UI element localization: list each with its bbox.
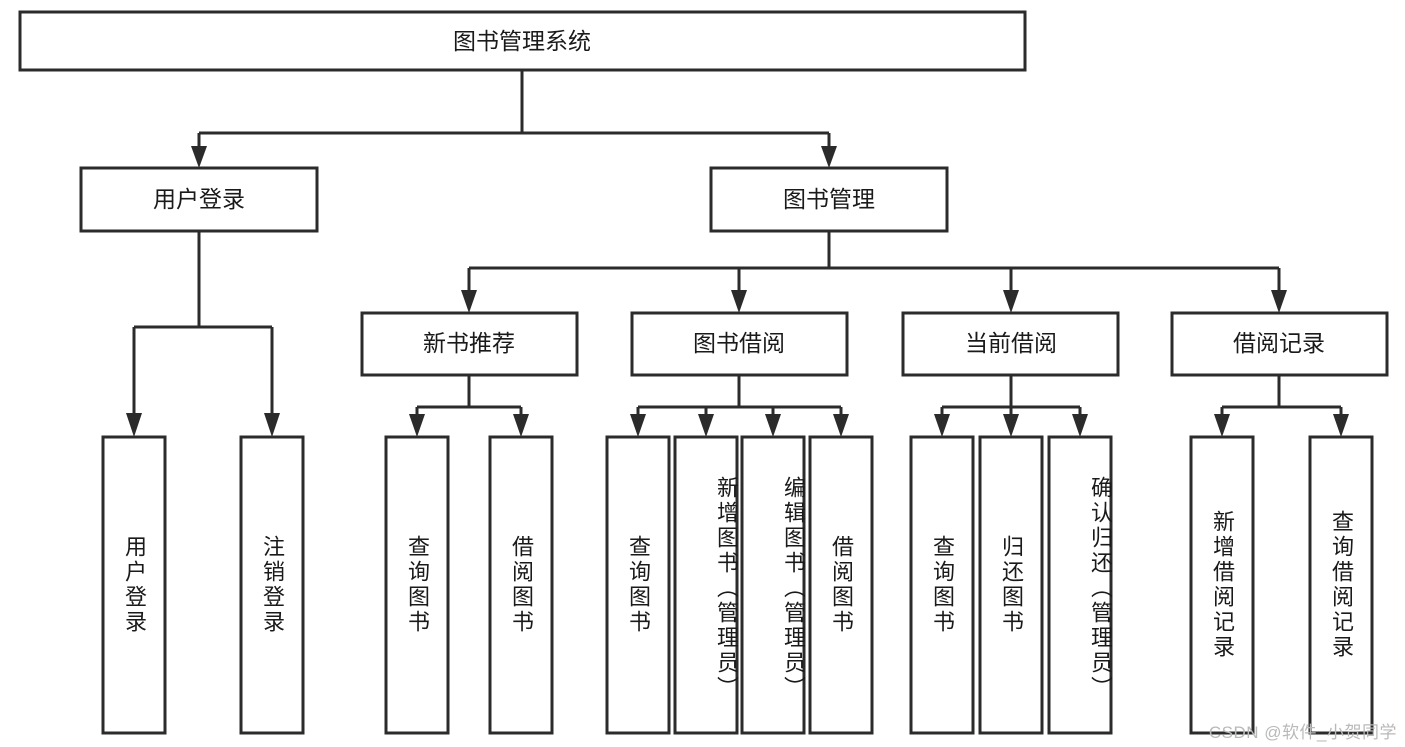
arrow-head-book-management — [821, 146, 837, 168]
node-leaf-logout-login-box[interactable] — [239, 435, 305, 735]
node-current-borrow[interactable]: 当前借阅 — [901, 311, 1120, 377]
arrow-head-leaf-add-book — [698, 414, 714, 437]
connector-group-current-borrow — [934, 375, 1088, 437]
node-root-box[interactable] — [18, 10, 1027, 72]
arrow-head-user-login — [191, 146, 207, 168]
node-borrow-record[interactable]: 借阅记录 — [1170, 311, 1389, 377]
arrow-head-borrow-record — [1271, 290, 1287, 313]
arrow-head-leaf-query-book-2 — [630, 414, 646, 437]
connector-group-borrow-record — [1214, 375, 1349, 437]
node-root[interactable]: 图书管理系统 — [18, 10, 1027, 72]
arrow-head-leaf-confirm-return — [1072, 414, 1088, 437]
node-current-borrow-label: 当前借阅 — [965, 330, 1057, 356]
arrow-head-leaf-edit-book — [765, 414, 781, 437]
node-leaf-edit-book-box[interactable] — [740, 435, 806, 735]
node-borrow-record-label: 借阅记录 — [1233, 330, 1325, 356]
arrow-head-new-book-recommend — [461, 290, 477, 313]
connector-group-book-management — [461, 231, 1287, 313]
node-book-management[interactable]: 图书管理 — [709, 166, 949, 233]
node-new-book-recommend-label: 新书推荐 — [423, 330, 515, 356]
watermark-text: CSDN @软件_小贺同学 — [1208, 723, 1397, 742]
arrow-head-leaf-user-login — [126, 413, 142, 437]
node-book-management-label: 图书管理 — [783, 186, 875, 212]
node-leaf-query-record-box[interactable] — [1308, 435, 1374, 735]
connector-group-book-borrow — [630, 375, 849, 437]
node-root-label: 图书管理系统 — [453, 28, 591, 54]
node-user-login-box[interactable] — [79, 166, 319, 233]
node-user-login-label: 用户登录 — [153, 186, 245, 212]
node-leaf-borrow-book-1-box[interactable] — [488, 435, 554, 735]
node-book-management-box[interactable] — [709, 166, 949, 233]
node-borrow-record-box[interactable] — [1170, 311, 1389, 377]
arrow-head-book-borrow — [731, 290, 747, 313]
arrow-head-leaf-logout-login — [264, 413, 280, 437]
arrow-head-current-borrow — [1003, 290, 1019, 313]
node-user-login[interactable]: 用户登录 — [79, 166, 319, 233]
node-leaf-query-book-3-box[interactable] — [909, 435, 975, 735]
node-new-book-recommend-box[interactable] — [360, 311, 579, 377]
node-leaf-return-book-box[interactable] — [978, 435, 1044, 735]
arrow-head-leaf-add-record — [1214, 414, 1230, 437]
node-book-borrow[interactable]: 图书借阅 — [630, 311, 849, 377]
connector-group-new-book-recommend — [409, 375, 529, 437]
node-leaf-confirm-return-box[interactable] — [1047, 435, 1113, 735]
arrow-head-leaf-query-book-1 — [409, 414, 425, 437]
node-leaf-borrow-book-2-box[interactable] — [808, 435, 874, 735]
node-new-book-recommend[interactable]: 新书推荐 — [360, 311, 579, 377]
node-leaf-add-book-box[interactable] — [673, 435, 739, 735]
node-leaf-user-login-box[interactable] — [101, 435, 167, 735]
node-current-borrow-box[interactable] — [901, 311, 1120, 377]
arrow-head-leaf-query-book-3 — [934, 414, 950, 437]
node-leaf-query-book-2-box[interactable] — [605, 435, 671, 735]
node-leaf-add-record-box[interactable] — [1189, 435, 1255, 735]
connector-group-user-login — [126, 231, 280, 437]
node-book-borrow-label: 图书借阅 — [693, 330, 785, 356]
node-leaf-query-book-1-box[interactable] — [384, 435, 450, 735]
arrow-head-leaf-borrow-book-1 — [513, 414, 529, 437]
connector-group-root — [191, 70, 837, 168]
arrow-head-leaf-borrow-book-2 — [833, 414, 849, 437]
arrow-head-leaf-return-book — [1003, 414, 1019, 437]
arrow-head-leaf-query-record — [1333, 414, 1349, 437]
node-book-borrow-box[interactable] — [630, 311, 849, 377]
